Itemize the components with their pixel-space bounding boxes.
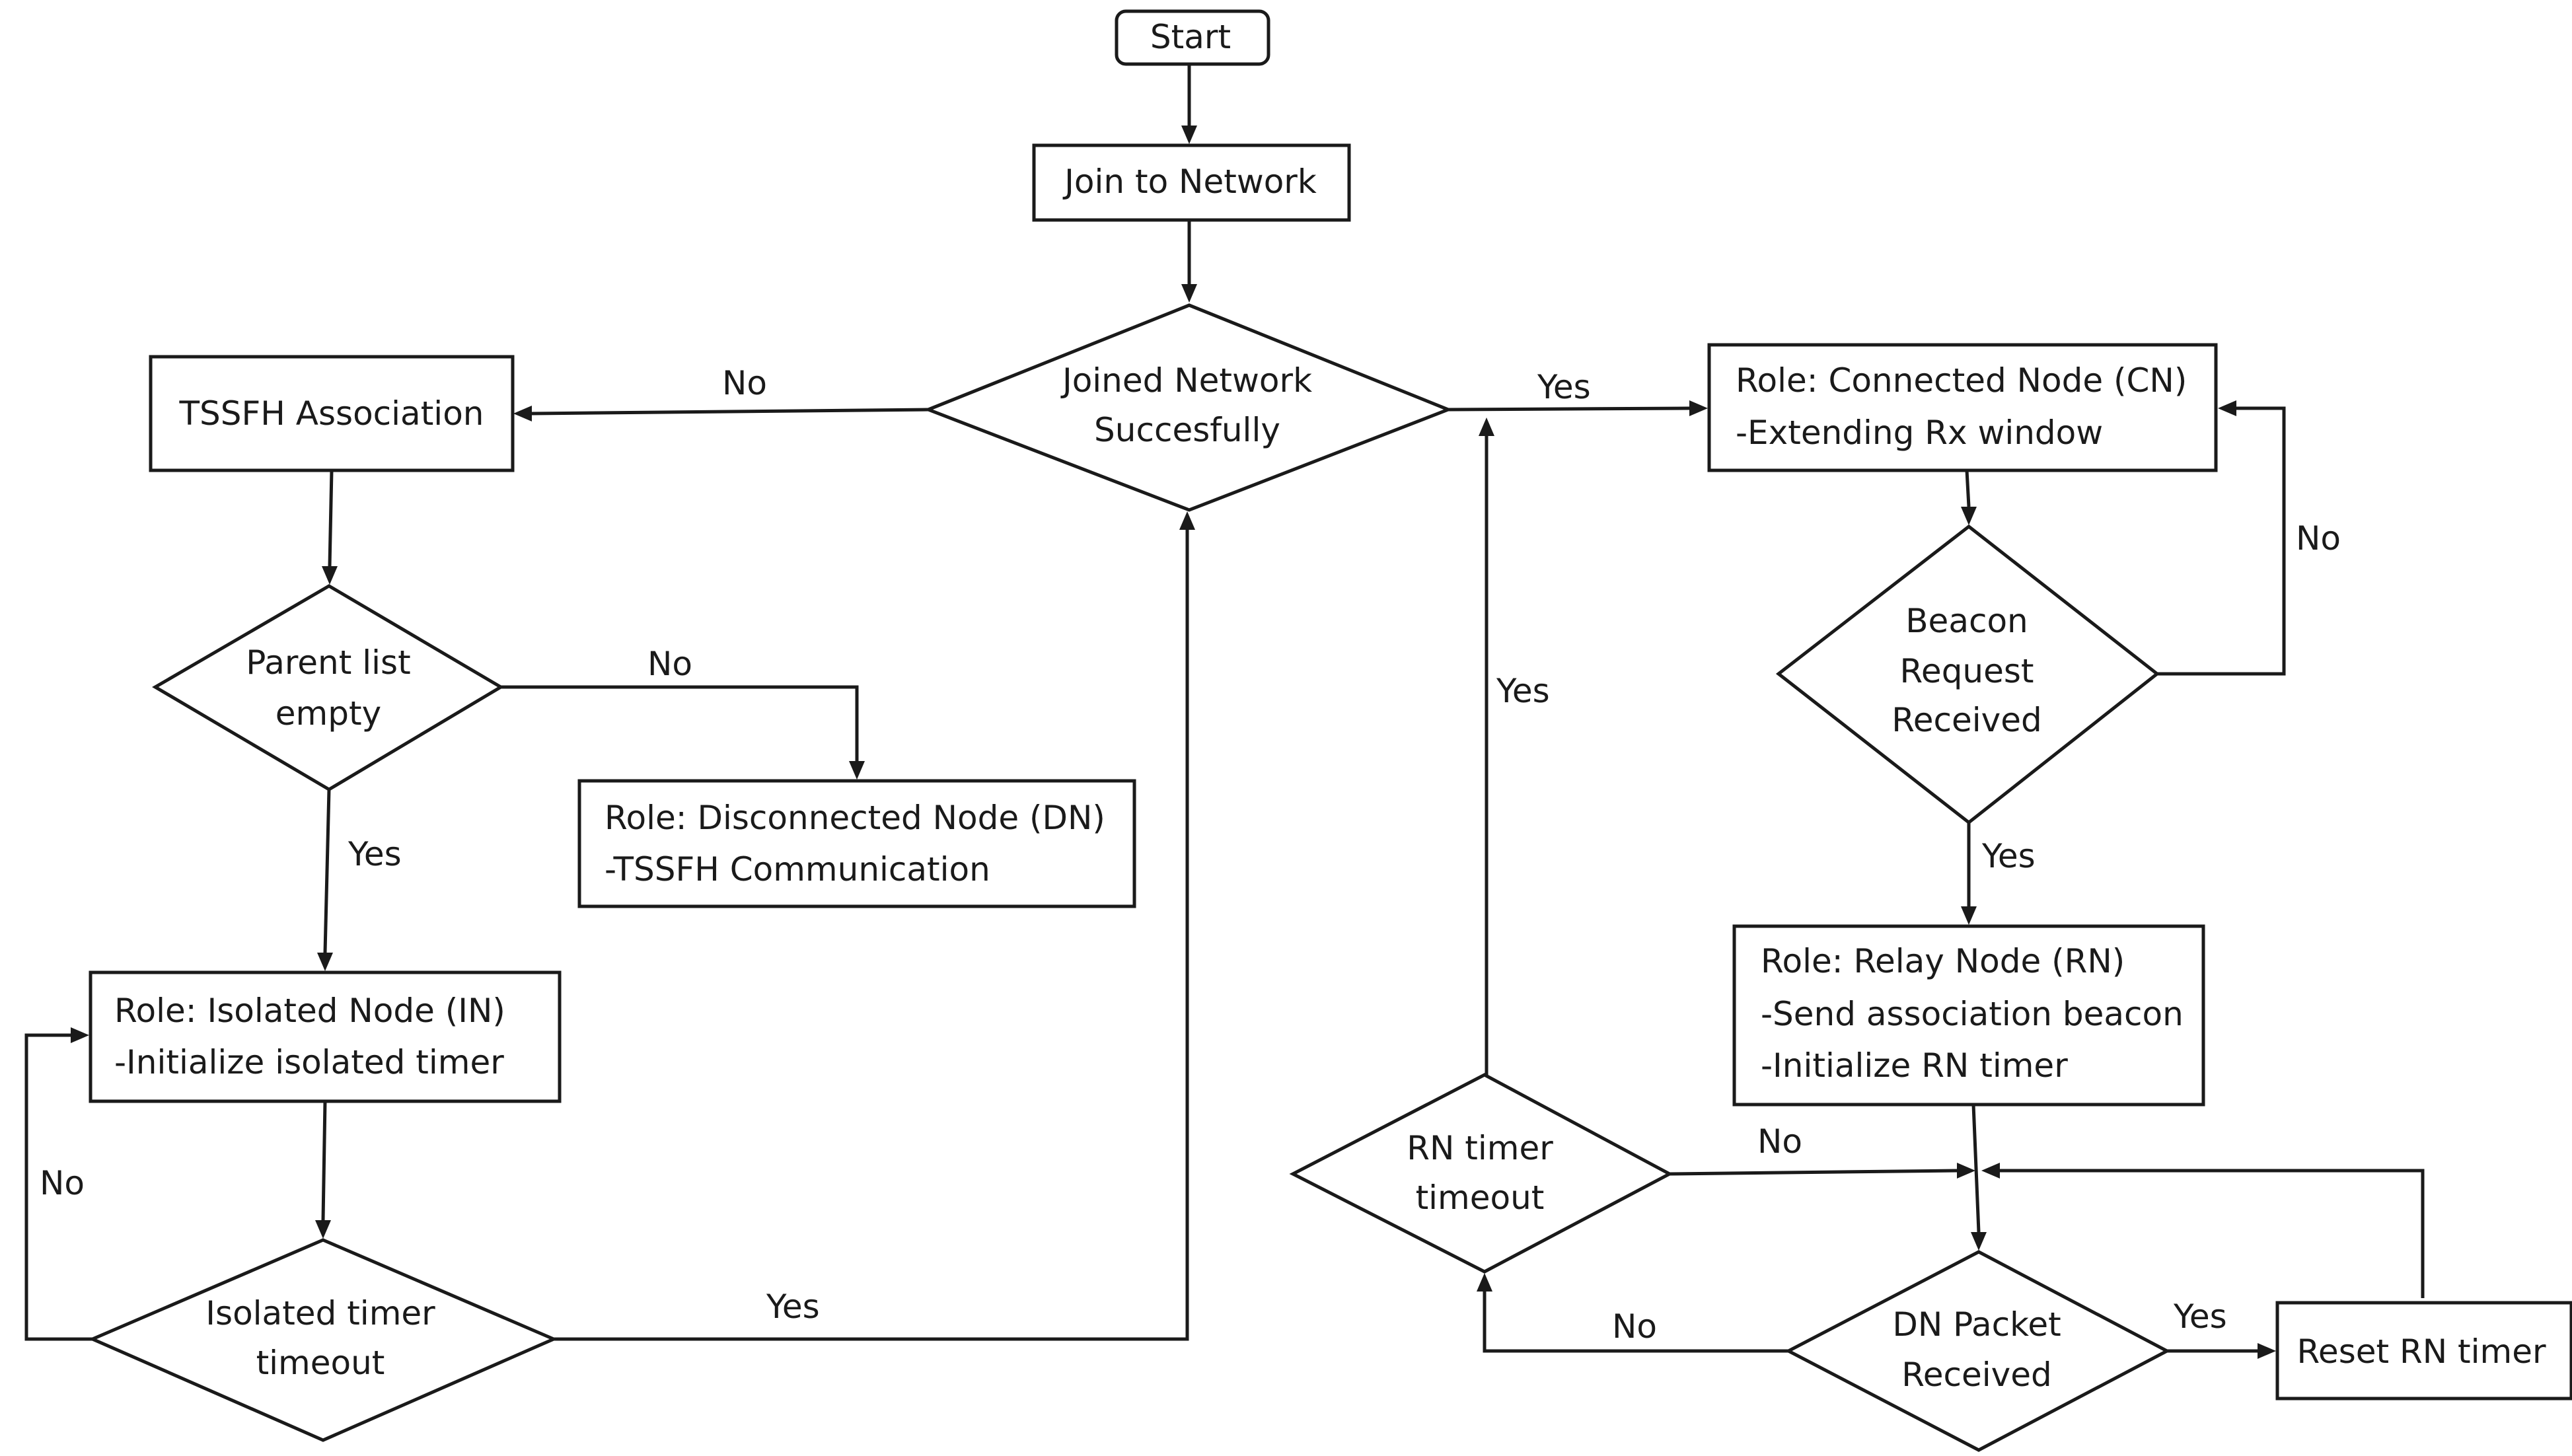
arrowhead bbox=[513, 406, 532, 421]
isolated-node-label-line2: -Initialize isolated timer bbox=[114, 1043, 504, 1081]
edge-label-beacon-no: No bbox=[2296, 519, 2341, 558]
edge-in-isotimer bbox=[321, 1101, 327, 1221]
edge-reset-merge bbox=[2000, 1169, 2425, 1298]
tssfh-association-label: TSSFH Association bbox=[179, 394, 484, 433]
join-network-label: Join to Network bbox=[1062, 163, 1317, 201]
edge-label-rntimer-no: No bbox=[1757, 1122, 1802, 1161]
edge-label-beacon-yes: Yes bbox=[1981, 837, 2036, 875]
disconnected-node-box: Role: Disconnected Node (DN) -TSSFH Comm… bbox=[577, 779, 1136, 908]
connected-node-box: Role: Connected Node (CN) -Extending Rx … bbox=[1707, 343, 2218, 472]
edge-parent-dn bbox=[501, 685, 859, 761]
joined-network-label-line2: Succesfully bbox=[1094, 411, 1280, 449]
edge-labels: No Yes No Yes No Yes No Yes Yes No No Ye… bbox=[40, 364, 2341, 1346]
join-network-box: Join to Network bbox=[1032, 143, 1351, 222]
edge-label-dnpacket-no: No bbox=[1612, 1307, 1657, 1346]
rn-timer-label-line1: RN timer bbox=[1407, 1129, 1553, 1167]
dn-packet-decision: DN Packet Received bbox=[1784, 1250, 2171, 1452]
edge-label-joined-yes: Yes bbox=[1537, 368, 1591, 406]
edge-isotimer-in-loop bbox=[24, 1033, 92, 1341]
disconnected-node-label-line2: -TSSFH Communication bbox=[605, 850, 990, 889]
edge-parent-in bbox=[323, 789, 331, 953]
isolated-timer-label-line1: Isolated timer bbox=[205, 1294, 435, 1332]
joined-network-decision: Joined Network Succesfully bbox=[924, 303, 1453, 512]
arrowhead bbox=[1477, 1273, 1492, 1292]
arrowhead bbox=[849, 761, 865, 780]
arrowhead bbox=[1181, 126, 1197, 144]
arrowhead bbox=[71, 1027, 89, 1043]
disconnected-node-label-line1: Role: Disconnected Node (DN) bbox=[605, 799, 1105, 837]
edge-joined-cn bbox=[1448, 406, 1690, 412]
edge-rntimer-merge bbox=[1669, 1169, 1958, 1176]
edge-tssfh-parent bbox=[328, 470, 334, 567]
reset-rn-timer-label: Reset RN timer bbox=[2296, 1332, 2546, 1371]
parent-list-label-line1: Parent list bbox=[246, 643, 410, 682]
arrowhead bbox=[1957, 1163, 1975, 1179]
arrowhead bbox=[317, 953, 333, 971]
relay-node-label-line1: Role: Relay Node (RN) bbox=[1761, 942, 2125, 980]
joined-network-label-line1: Joined Network bbox=[1060, 361, 1312, 400]
arrowhead bbox=[1479, 418, 1494, 436]
edge-label-parent-no: No bbox=[647, 645, 692, 683]
arrowhead bbox=[1689, 400, 1708, 416]
edge-joined-tssfh bbox=[531, 408, 929, 416]
edge-label-isotimer-no: No bbox=[40, 1164, 85, 1202]
rn-timer-decision: RN timer timeout bbox=[1289, 1073, 1673, 1274]
connected-node-label-line2: -Extending Rx window bbox=[1736, 414, 2103, 452]
tssfh-association-box: TSSFH Association bbox=[149, 355, 515, 472]
isolated-timer-decision: Isolated timer timeout bbox=[88, 1238, 558, 1442]
beacon-request-decision: Beacon Request Received bbox=[1775, 524, 2160, 825]
start-label: Start bbox=[1150, 18, 1231, 56]
start-terminal: Start bbox=[1115, 9, 1270, 66]
edge-label-dnpacket-yes: Yes bbox=[2173, 1297, 2227, 1336]
arrowhead bbox=[2218, 400, 2236, 416]
arrowhead bbox=[2258, 1343, 2276, 1359]
edge-beacon-cn-loop bbox=[2157, 406, 2286, 676]
reset-rn-timer-box: Reset RN timer bbox=[2275, 1301, 2572, 1401]
dn-packet-label-line1: DN Packet bbox=[1892, 1305, 2061, 1344]
isolated-timer-label-line2: timeout bbox=[256, 1344, 385, 1382]
nodes: Start Join to Network Joined Network Suc… bbox=[88, 9, 2572, 1452]
edges bbox=[24, 64, 2425, 1359]
arrowhead bbox=[315, 1220, 331, 1239]
connected-node-label-line1: Role: Connected Node (CN) bbox=[1736, 361, 2187, 400]
arrowhead bbox=[1981, 1163, 2000, 1179]
edge-isotimer-joined bbox=[554, 530, 1189, 1341]
edge-label-joined-no: No bbox=[722, 364, 767, 402]
relay-node-label-line3: -Initialize RN timer bbox=[1761, 1046, 2068, 1085]
arrowhead bbox=[1181, 284, 1197, 303]
parent-list-label-line2: empty bbox=[276, 694, 381, 733]
edge-label-isotimer-yes: Yes bbox=[766, 1288, 820, 1326]
relay-node-label-line2: -Send association beacon bbox=[1761, 995, 2184, 1033]
arrowhead bbox=[1961, 507, 1977, 525]
dn-packet-label-line2: Received bbox=[1901, 1356, 2052, 1394]
beacon-request-label-line1: Beacon bbox=[1905, 602, 2028, 640]
edge-rn-dnpacket bbox=[1971, 1104, 1981, 1233]
edge-label-rntimer-yes: Yes bbox=[1496, 672, 1550, 710]
beacon-request-label-line3: Received bbox=[1892, 701, 2042, 739]
relay-node-box: Role: Relay Node (RN) -Send association … bbox=[1732, 924, 2205, 1107]
edge-dnpacket-rntimer bbox=[1483, 1292, 1788, 1353]
arrowhead bbox=[322, 566, 338, 585]
isolated-node-label-line1: Role: Isolated Node (IN) bbox=[114, 992, 505, 1030]
arrowhead bbox=[1961, 906, 1977, 925]
rn-timer-label-line2: timeout bbox=[1416, 1179, 1545, 1217]
edge-label-parent-yes: Yes bbox=[348, 835, 402, 873]
isolated-node-box: Role: Isolated Node (IN) -Initialize iso… bbox=[89, 970, 562, 1103]
beacon-request-label-line2: Request bbox=[1899, 652, 2034, 690]
edge-cn-beacon bbox=[1965, 470, 1971, 507]
arrowhead bbox=[1179, 511, 1195, 530]
parent-list-decision: Parent list empty bbox=[152, 584, 504, 791]
arrowhead bbox=[1971, 1232, 1987, 1251]
